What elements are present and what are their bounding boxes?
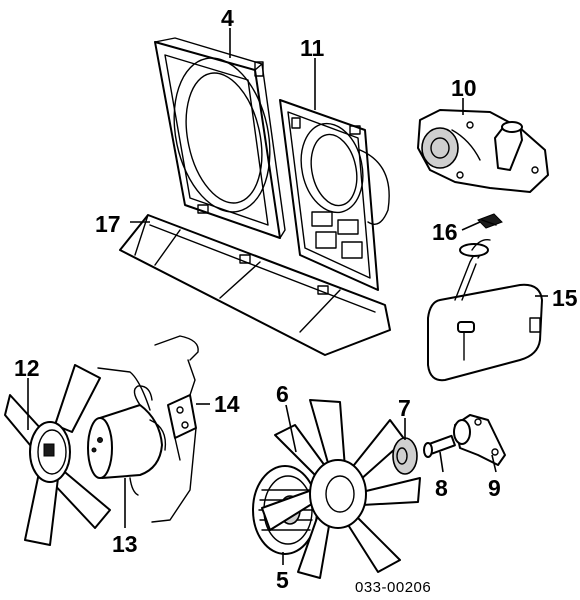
- coolant-reservoir-part: [427, 239, 543, 382]
- radiator-shroud-part: [279, 99, 390, 291]
- fan-hub-bracket-part: [453, 414, 506, 466]
- callout-16: 16: [432, 219, 458, 245]
- callout-9: 9: [488, 475, 501, 501]
- callout-15: 15: [552, 285, 578, 311]
- callout-labels: 4 11 10 17 16 15 12 14 13 6 7 8 9 5: [14, 5, 578, 593]
- callout-7: 7: [398, 395, 411, 421]
- fan-motor-part: [87, 335, 199, 496]
- callout-12: 12: [14, 355, 40, 381]
- callout-6: 6: [276, 381, 289, 407]
- clip-part: [477, 213, 503, 229]
- leader-lines: [27, 28, 548, 565]
- callout-10: 10: [451, 75, 477, 101]
- callout-5: 5: [276, 567, 289, 593]
- spacer-part: [392, 437, 418, 475]
- air-deflector-part: [119, 214, 391, 356]
- fan-bracket-part: [151, 359, 197, 523]
- callout-14: 14: [214, 391, 240, 417]
- callout-4: 4: [221, 5, 234, 31]
- fan-shroud-part: [154, 37, 286, 239]
- callout-11: 11: [300, 35, 325, 61]
- electric-fan-blade-part: [4, 364, 111, 546]
- water-pump-part: [417, 109, 549, 193]
- callout-13: 13: [112, 531, 138, 557]
- hub-part: [423, 434, 456, 458]
- catalog-number: 033-00206: [355, 579, 431, 596]
- callout-8: 8: [435, 475, 448, 501]
- callout-17: 17: [95, 211, 121, 237]
